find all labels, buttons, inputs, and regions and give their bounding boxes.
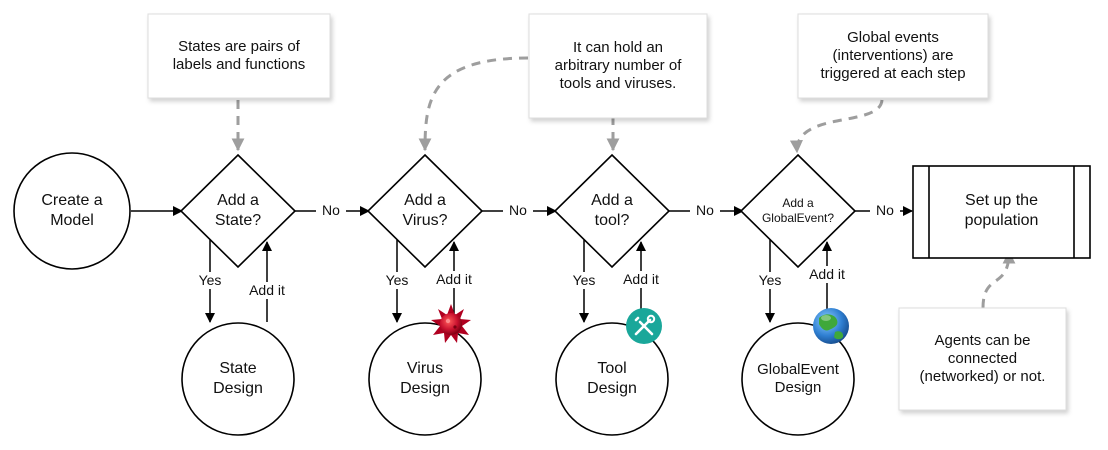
edge-label-no-4: No xyxy=(870,202,900,220)
note-agents-box xyxy=(898,307,1067,411)
edge-label-addit-globalevent: Add it xyxy=(803,266,851,284)
note-hold-box xyxy=(528,13,708,119)
node-create-model xyxy=(13,152,131,270)
add-globalevent-label: Add a GlobalEvent? xyxy=(761,196,835,225)
edge-label-no-1: No xyxy=(316,202,346,220)
add-tool-label: Add a tool? xyxy=(591,192,633,229)
note-states-text: States are pairs of labels and functions xyxy=(172,37,306,73)
virus-icon xyxy=(431,304,471,343)
callout-connector-hold xyxy=(418,56,529,152)
edge-label-yes-state: Yes xyxy=(192,272,228,290)
tool-design-label: Tool Design xyxy=(587,360,637,397)
node-tool-design xyxy=(555,322,669,436)
note-global-text: Global events (interventions) are trigge… xyxy=(820,28,966,83)
add-state-label: Add a State? xyxy=(214,192,262,229)
note-states-box xyxy=(147,13,331,99)
edge-label-addit-state: Add it xyxy=(243,282,291,300)
state-design-label: State Design xyxy=(213,360,263,397)
edge-label-yes-globalevent: Yes xyxy=(752,272,788,290)
edge-label-addit-tool: Add it xyxy=(617,271,665,289)
decision-add-state xyxy=(179,153,297,269)
add-virus-label: Add a Virus? xyxy=(402,192,448,229)
callout-connector-agents xyxy=(981,250,1016,309)
globe-icon xyxy=(813,308,849,344)
decision-add-tool xyxy=(553,153,671,269)
node-setup-population xyxy=(912,165,1091,259)
edge-label-yes-virus: Yes xyxy=(379,272,415,290)
wrench-screwdriver-icon xyxy=(626,308,662,344)
edge-label-no-2: No xyxy=(503,202,533,220)
virus-design-label: Virus Design xyxy=(400,360,450,397)
note-hold-text: It can hold an arbitrary number of tools… xyxy=(554,38,682,93)
create-model-label: Create a Model xyxy=(41,192,103,229)
node-globalevent-design xyxy=(741,322,855,436)
edge-label-no-3: No xyxy=(690,202,720,220)
node-virus-design xyxy=(368,322,482,436)
edge-label-addit-virus: Add it xyxy=(430,271,478,289)
decision-add-globalevent xyxy=(739,153,857,269)
note-agents-text: Agents can be connected (networked) or n… xyxy=(919,331,1046,386)
note-global-box xyxy=(797,13,989,99)
node-state-design xyxy=(181,322,295,436)
setup-population-label: Set up the population xyxy=(964,192,1039,229)
edge-label-yes-tool: Yes xyxy=(566,272,602,290)
globalevent-design-label: GlobalEvent Design xyxy=(757,360,839,396)
callout-connector-global xyxy=(789,99,884,154)
decision-add-virus xyxy=(366,153,484,269)
